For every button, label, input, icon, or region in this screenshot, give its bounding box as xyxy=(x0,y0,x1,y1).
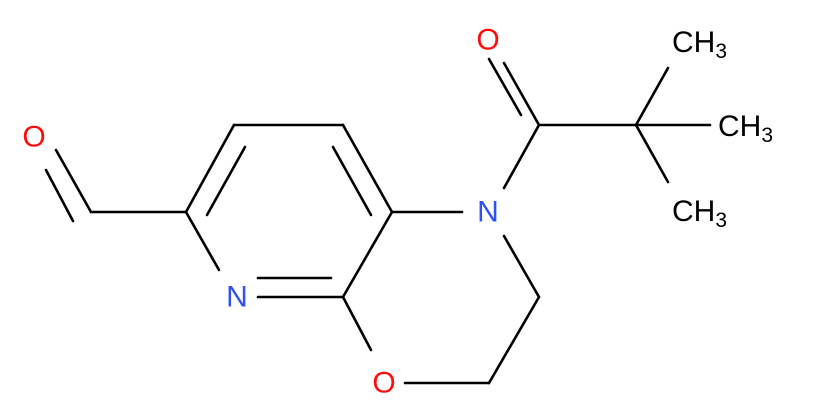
bond-ch2-ch2 xyxy=(487,295,541,385)
methyl-middle-label: CH3 xyxy=(718,110,773,147)
bond-c4a-c8a xyxy=(341,210,394,299)
methyl-bottom-label: CH3 xyxy=(672,195,727,232)
amide-nitrogen-label: N xyxy=(477,196,499,229)
aldehyde-oxygen-label: O xyxy=(22,121,45,154)
bond-carbonyl-o-second xyxy=(487,57,523,117)
methyl-top-subscript: 3 xyxy=(715,40,727,63)
bond-c4-c4a xyxy=(341,123,394,214)
bond-c4-c4a-inner xyxy=(331,145,373,217)
bond-quaternary-methyl-top xyxy=(634,66,670,127)
carbonyl-oxygen-label: O xyxy=(476,24,499,57)
bond-c6-c5-inner xyxy=(205,145,247,217)
methyl-middle-ch: CH xyxy=(718,110,761,143)
bond-aldehyde-c-o xyxy=(54,148,93,214)
methyl-top-label: CH3 xyxy=(672,26,727,63)
methyl-bottom-subscript: 3 xyxy=(715,209,727,232)
bond-layer xyxy=(44,57,712,385)
bond-n1-carbonyl xyxy=(502,123,541,190)
bond-aldehyde-c-o-second xyxy=(44,168,75,223)
bond-ch2-n1 xyxy=(502,234,541,299)
atom-label-layer: O N O N O CH3 CH3 CH3 xyxy=(22,24,773,400)
bond-quaternary-methyl-bottom xyxy=(634,123,670,184)
bond-c6-c5 xyxy=(184,123,236,214)
bond-n-c6 xyxy=(184,210,221,272)
methyl-middle-subscript: 3 xyxy=(761,124,773,147)
bond-carbonyl-o xyxy=(502,61,541,127)
pyridine-nitrogen-label: N xyxy=(226,281,248,314)
methyl-top-ch: CH xyxy=(672,26,715,59)
bond-c8a-o xyxy=(341,295,373,352)
methyl-bottom-ch: CH xyxy=(672,195,715,228)
ring-oxygen-label: O xyxy=(372,367,395,400)
